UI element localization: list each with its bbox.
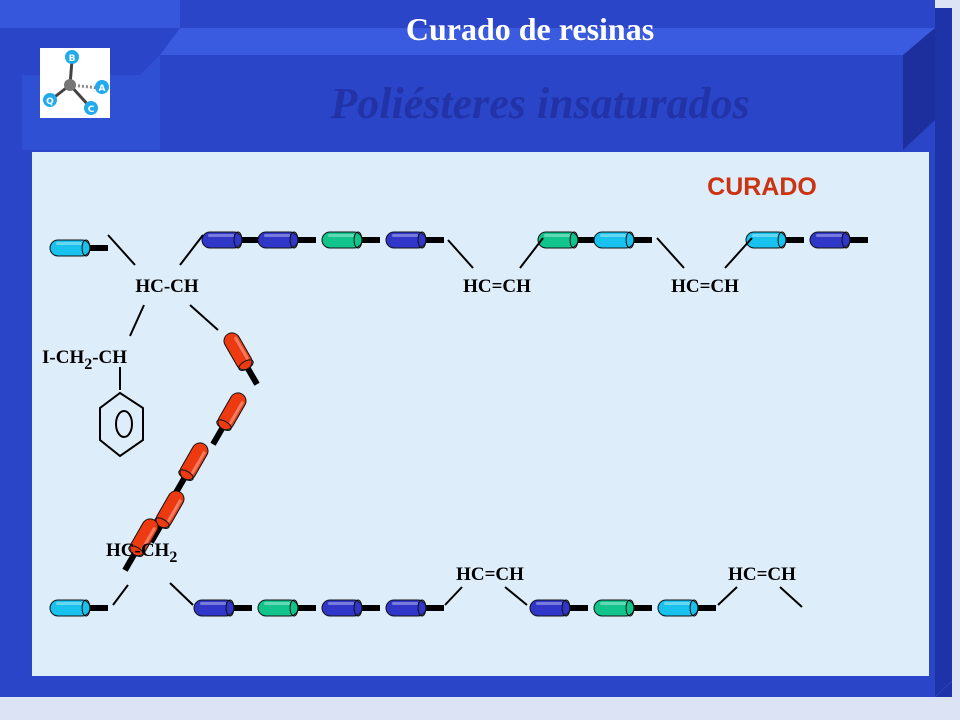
bond-line: [447, 239, 474, 269]
bond-lines: [107, 234, 803, 608]
label-hc-eq-2: HC=CH: [671, 276, 739, 297]
polymer-segment: [321, 599, 380, 617]
polymer-segment: [49, 599, 108, 617]
bond-line: [444, 586, 463, 606]
molecule-logo-icon: B Q C A: [40, 48, 110, 118]
benzene-ring-icon: [99, 391, 144, 458]
bond-line: [504, 586, 528, 606]
bond-line: [656, 237, 685, 269]
polymer-segment: [172, 442, 209, 496]
bond-line: [112, 584, 129, 606]
polymer-segment: [593, 599, 652, 617]
frame-corner-light: [0, 0, 180, 28]
title-bar-top-bevel: [160, 28, 935, 55]
header-title: Curado de resinas: [406, 11, 654, 47]
label-hc-eq-3: HC=CH: [456, 564, 524, 585]
content-panel: [32, 152, 929, 676]
label-hc-eq-4: HC=CH: [728, 564, 796, 585]
polymer-segment: [593, 231, 652, 249]
bond-line: [724, 237, 753, 269]
polymer-segment: [223, 332, 260, 386]
bond-line: [189, 304, 219, 331]
header-subtitle: Poliésteres insaturados: [329, 79, 749, 128]
polymer-segment: [210, 392, 247, 446]
label-hc-ch2: HC-CH2: [106, 540, 177, 566]
polymer-segment: [537, 231, 596, 249]
polymer-segment: [201, 231, 260, 249]
svg-text:A: A: [99, 84, 106, 94]
bond-line: [179, 234, 204, 266]
title-bar: [160, 55, 903, 150]
polymer-segment: [257, 599, 316, 617]
label-hc-eq-1: HC=CH: [463, 276, 531, 297]
polymer-segment: [529, 599, 588, 617]
title-bar-side-bevel: [903, 28, 935, 150]
svg-text:C: C: [88, 105, 95, 115]
frame-right-bevel: [935, 8, 952, 697]
polymer-segment: [49, 239, 108, 257]
bond-line: [169, 582, 194, 606]
bond-line: [519, 237, 544, 269]
svg-text:Q: Q: [46, 97, 54, 107]
bond-line: [129, 304, 145, 337]
label-hc-ch: HC-CH: [135, 276, 199, 297]
polymer-segment: [321, 231, 380, 249]
bond-line: [779, 586, 803, 608]
bond-line: [107, 234, 136, 266]
polymer-segment: [385, 599, 444, 617]
polymer-segment: [385, 231, 444, 249]
polymer-segment: [657, 599, 716, 617]
curado-label: CURADO: [707, 173, 817, 201]
polymer-segment: [257, 231, 316, 249]
polymer-segment: [809, 231, 868, 249]
polymer-segments: [49, 231, 868, 617]
polymer-segment: [745, 231, 804, 249]
polymer-segment: [122, 518, 159, 572]
bond-line: [717, 586, 738, 606]
svg-text:B: B: [69, 54, 76, 64]
label-ch2-ch: I-CH2-CH: [42, 347, 127, 373]
polymer-segment: [193, 599, 252, 617]
